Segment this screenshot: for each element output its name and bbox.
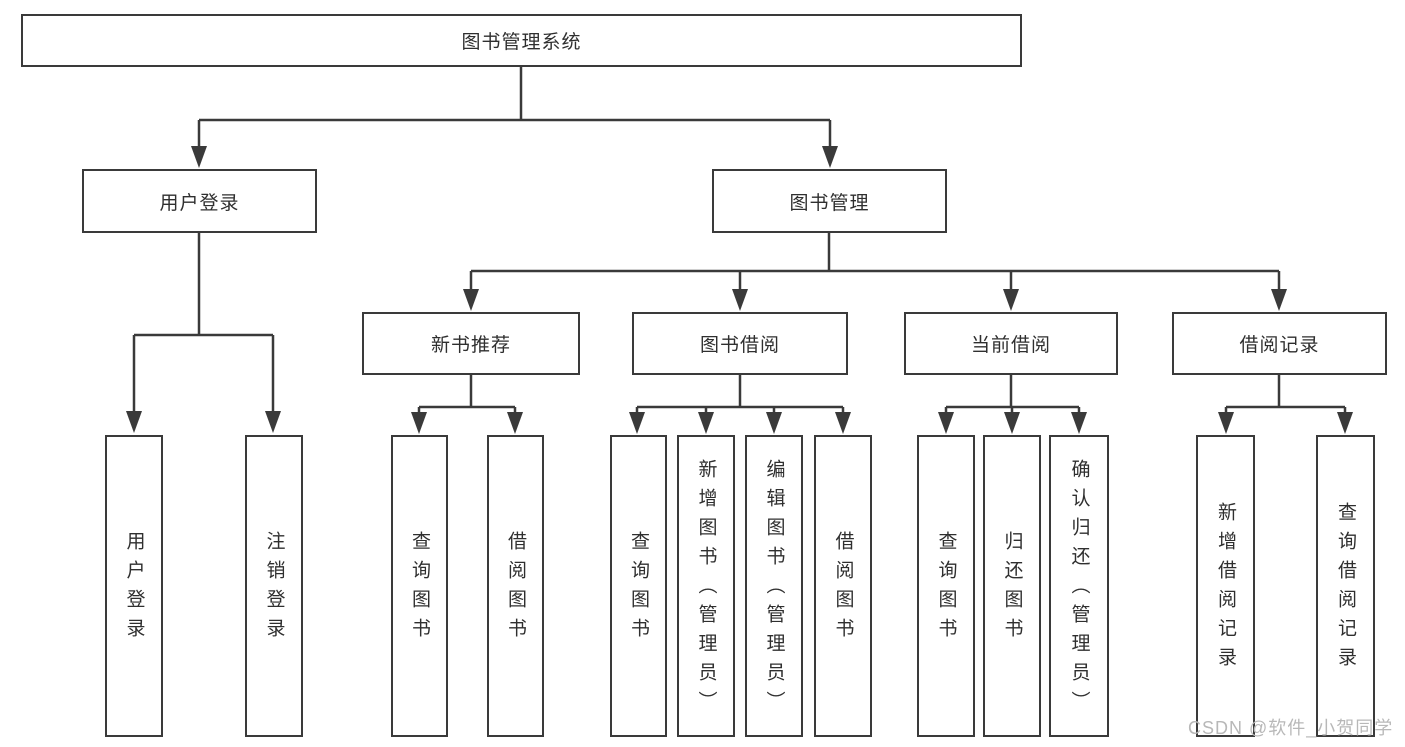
leaf-add-book-admin: 新增图书（管理员） [677,435,735,737]
node-root-library-system: 图书管理系统 [21,14,1022,67]
leaf-query-books-current: 查询图书 [917,435,975,737]
leaf-borrow-books-recommend: 借阅图书 [487,435,544,737]
leaf-query-borrow-record: 查询借阅记录 [1316,435,1375,737]
node-new-book-recommend: 新书推荐 [362,312,580,375]
leaf-return-book: 归还图书 [983,435,1041,737]
node-book-management: 图书管理 [712,169,947,233]
node-book-borrowing: 图书借阅 [632,312,848,375]
leaf-add-borrow-record: 新增借阅记录 [1196,435,1255,737]
leaf-query-books-borrowing: 查询图书 [610,435,667,737]
node-current-borrowing: 当前借阅 [904,312,1118,375]
leaf-edit-book-admin: 编辑图书（管理员） [745,435,803,737]
leaf-confirm-return-admin: 确认归还（管理员） [1049,435,1109,737]
leaf-borrow-books: 借阅图书 [814,435,872,737]
leaf-user-login: 用户登录 [105,435,163,737]
csdn-watermark: CSDN @软件_小贺同学 [1188,718,1394,738]
leaf-query-books-recommend: 查询图书 [391,435,448,737]
leaf-logout: 注销登录 [245,435,303,737]
node-borrowing-records: 借阅记录 [1172,312,1387,375]
node-user-login: 用户登录 [82,169,317,233]
